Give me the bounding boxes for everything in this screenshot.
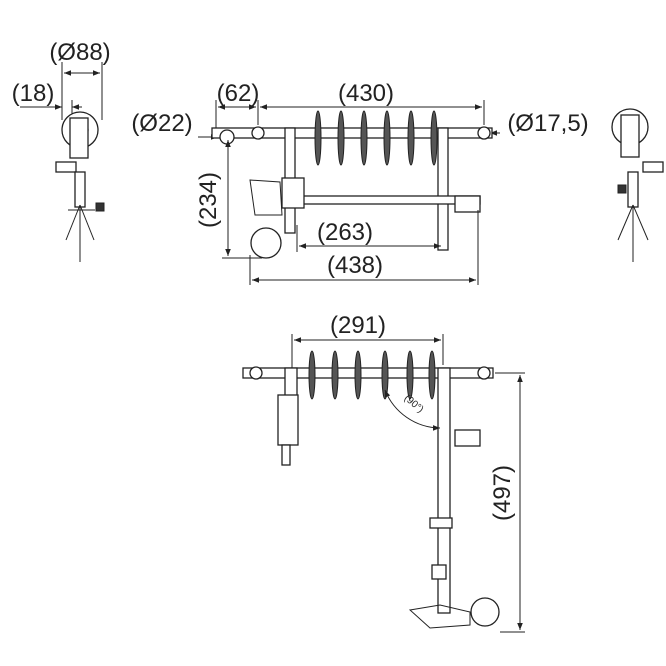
label-rotation-angle: (90°) <box>402 393 426 415</box>
label-overall-length: (438) <box>327 252 383 279</box>
label-bottom-span: (291) <box>330 312 386 339</box>
label-insulator-length: (430) <box>338 80 394 107</box>
label-bottom-height: (497) <box>489 465 516 521</box>
label-left-eye-diameter: (Ø22) <box>131 110 192 137</box>
label-frame-width: (263) <box>317 219 373 246</box>
left-side-view <box>20 62 105 262</box>
label-right-eye-diameter: (Ø17,5) <box>507 110 588 137</box>
insulator-sheds <box>314 110 438 166</box>
bottom-open-view <box>242 334 525 633</box>
right-side-view <box>611 108 664 262</box>
top-front-view <box>198 100 500 285</box>
label-height-top: (234) <box>195 172 222 228</box>
label-side-diameter: (Ø88) <box>49 39 110 66</box>
label-side-offset: (18) <box>12 80 55 107</box>
label-eye-spacing: (62) <box>217 80 260 107</box>
